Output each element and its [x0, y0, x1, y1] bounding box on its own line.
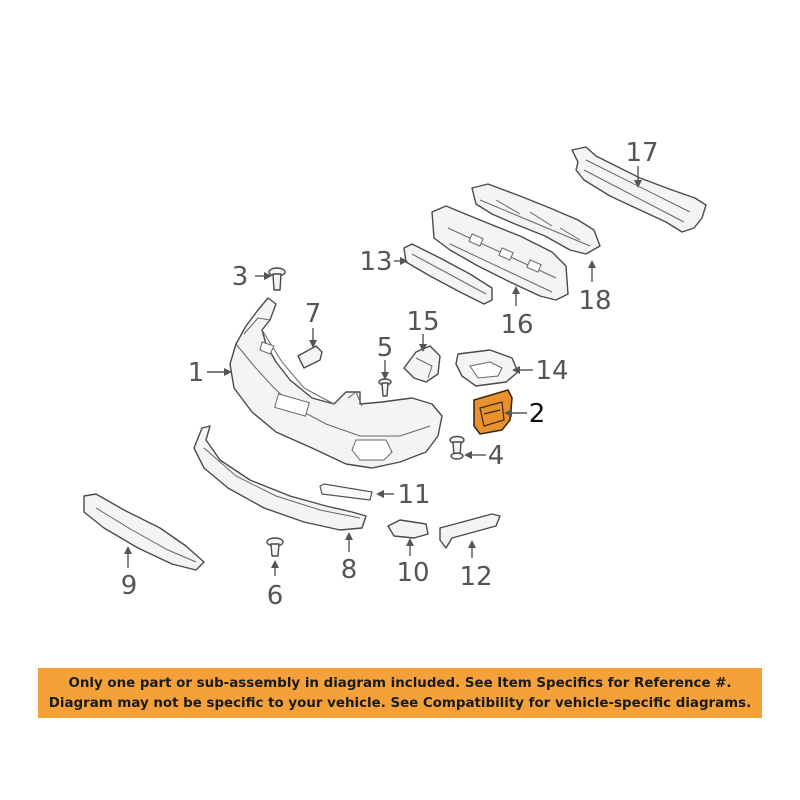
part-6-clip	[266, 537, 284, 557]
disclaimer-line-1: Only one part or sub-assembly in diagram…	[68, 676, 732, 691]
callout-5: 5	[377, 333, 394, 363]
callout-6: 6	[267, 581, 284, 611]
callout-10: 10	[396, 558, 429, 588]
part-13-upper-support	[403, 243, 493, 305]
callout-16: 16	[500, 310, 533, 340]
part-12-trim-piece	[439, 513, 501, 549]
disclaimer-banner: Only one part or sub-assembly in diagram…	[38, 668, 762, 718]
callout-labels: 1 2 3 4 5 6 7 8 9 10 11 12 13 14 15 16 1…	[121, 138, 659, 611]
part-9-lower-grille	[83, 493, 205, 571]
part-10-bracket	[387, 519, 429, 539]
part-16-absorber	[431, 205, 569, 301]
part-15-side-bracket	[403, 345, 441, 383]
callout-12: 12	[459, 562, 492, 592]
callout-17: 17	[625, 138, 658, 168]
part-11-molding-strip	[319, 483, 373, 501]
callout-11: 11	[397, 480, 430, 510]
part-1-bumper-cover	[229, 297, 443, 469]
part-4-bolt	[449, 435, 465, 460]
callout-2: 2	[529, 399, 546, 429]
callout-3: 3	[232, 262, 249, 292]
part-3-bolt	[268, 267, 286, 291]
part-5-clip	[378, 378, 392, 397]
callout-9: 9	[121, 571, 138, 601]
callout-7: 7	[305, 299, 322, 329]
part-14-fog-lamp-bezel	[455, 349, 519, 387]
callout-18: 18	[578, 286, 611, 316]
callout-1: 1	[188, 358, 205, 388]
part-7-bracket	[297, 345, 323, 369]
part-8-lower-cover	[193, 425, 367, 531]
callout-14: 14	[535, 356, 568, 386]
part-2-bumper-bracket	[473, 389, 513, 435]
callout-15: 15	[406, 307, 439, 337]
callout-8: 8	[341, 555, 358, 585]
part-18-energy-absorber	[471, 183, 601, 255]
leader-lines	[124, 166, 642, 576]
disclaimer-line-2: Diagram may not be specific to your vehi…	[48, 696, 752, 711]
callout-4: 4	[488, 441, 505, 471]
callout-13: 13	[359, 247, 392, 277]
